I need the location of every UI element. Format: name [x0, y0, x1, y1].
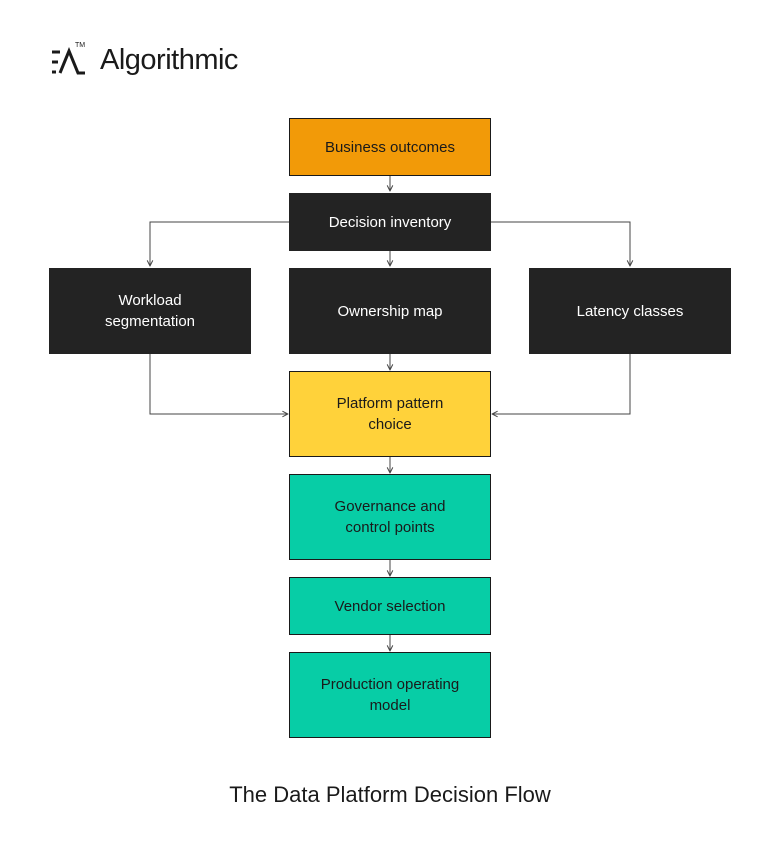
arrow-inventory-to-latency — [491, 221, 630, 266]
node-decision-inventory: Decision inventory — [289, 193, 491, 251]
node-ownership-map: Ownership map — [289, 268, 491, 354]
brand-name: Algorithmic — [100, 44, 238, 76]
trademark-mark: TM — [75, 42, 86, 49]
arrow-inventory-to-workload — [150, 221, 289, 266]
algorithmic-logo-icon — [52, 46, 85, 74]
decision-flow-diagram: Business outcomes Decision inventory Wor… — [0, 118, 780, 760]
brand-logo: Algorithmic TM — [50, 42, 238, 77]
node-platform-pattern-choice: Platform pattern choice — [289, 371, 491, 457]
arrow-workload-to-pattern — [149, 354, 288, 414]
connectors — [0, 176, 780, 760]
node-workload-segmentation: Workload segmentation — [49, 268, 251, 354]
node-governance-control-points: Governance and control points — [289, 474, 491, 560]
node-business-outcomes: Business outcomes — [289, 118, 491, 176]
node-vendor-selection: Vendor selection — [289, 577, 491, 635]
node-latency-classes: Latency classes — [529, 268, 731, 354]
diagram-caption: The Data Platform Decision Flow — [229, 782, 551, 807]
node-production-operating-model: Production operating model — [289, 652, 491, 738]
arrow-latency-to-pattern — [492, 354, 631, 414]
